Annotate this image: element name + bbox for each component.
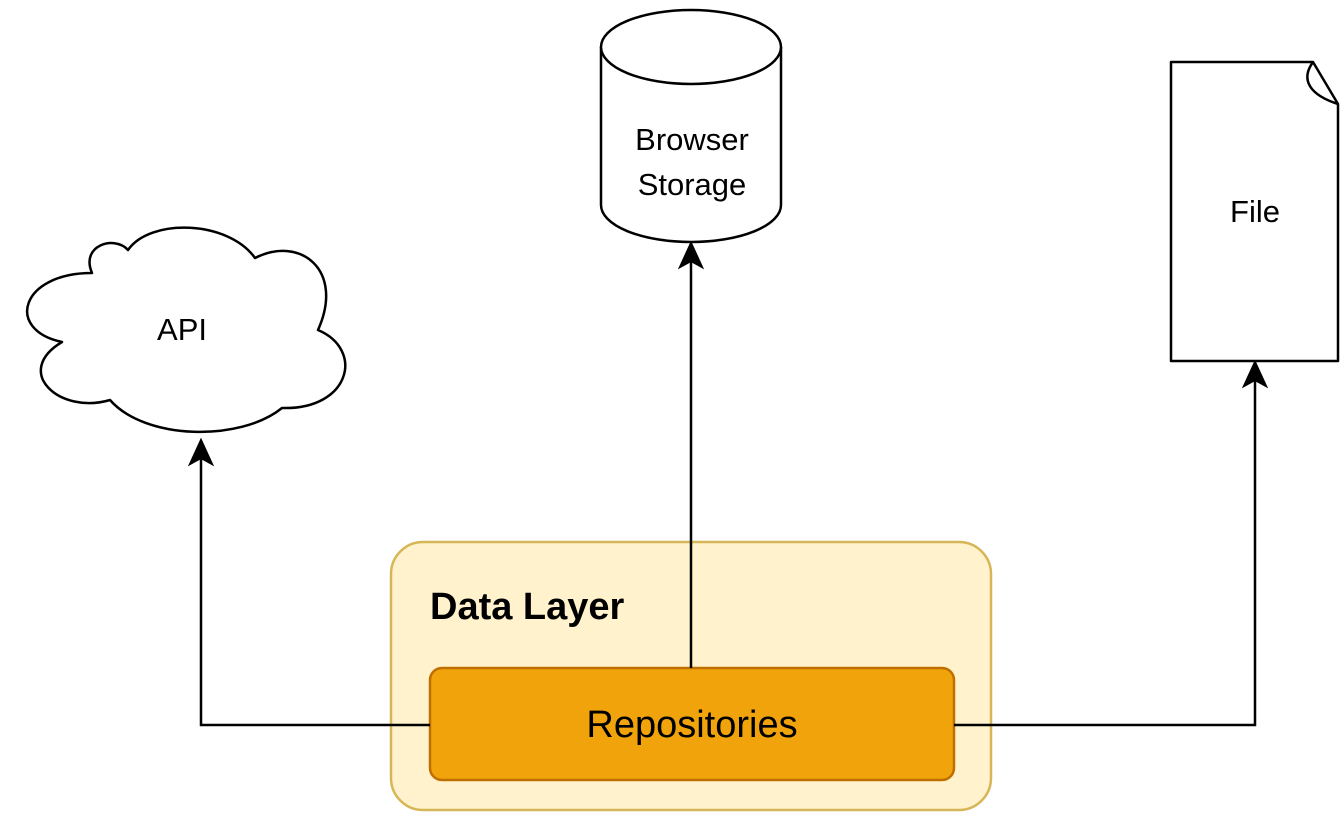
edge-repositories-to-api [199,453,430,727]
repositories-label: Repositories [586,704,798,746]
database-cylinder-icon[interactable] [599,8,783,244]
data-layer-title: Data Layer [430,586,625,628]
document-icon[interactable] [1169,60,1340,363]
browser-storage-label: Browser Storage [635,122,749,202]
api-label: API [157,312,207,347]
arrowhead-file [1241,359,1269,389]
edge-repositories-to-file [954,375,1257,727]
cloud-icon[interactable] [25,226,347,434]
arrowhead-api [187,437,215,467]
file-label: File [1230,194,1280,229]
arrowhead-browser-storage [677,240,705,270]
